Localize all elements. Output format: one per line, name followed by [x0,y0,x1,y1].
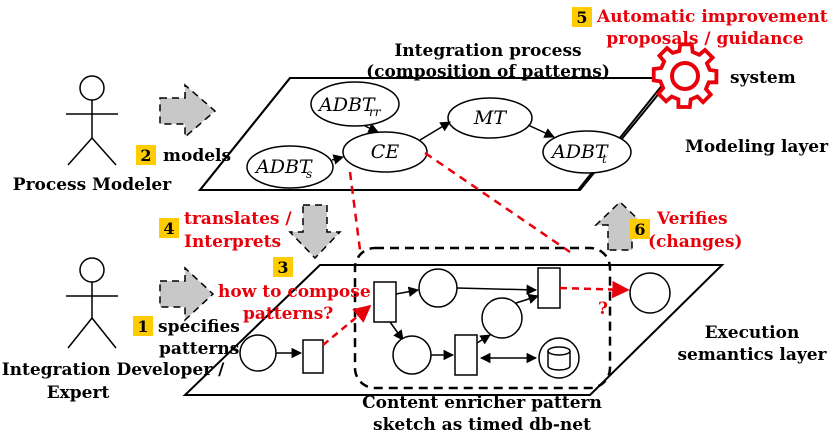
step-2-badge [136,145,156,165]
step-1-badge [133,316,153,336]
integration-developer-label-line1: Integration Developer / [2,360,225,380]
step-1-line2: patterns [159,339,239,359]
sketch-caption-line2: sketch as timed db-net [373,415,591,435]
svg-text:2: 2 [140,146,151,165]
red-dashed-t3-to-out [559,280,630,299]
specifies-arrow [159,266,215,322]
node-adbt-t: ADBT t [542,130,632,174]
svg-text:1: 1 [137,317,148,336]
models-arrow [159,83,217,139]
transition-t2 [373,281,397,323]
svg-text:t: t [602,152,607,166]
ce-to-sketch-left [348,171,362,251]
svg-text:MT: MT [473,107,507,129]
place-p3 [481,297,523,339]
system-improvement-line1: Automatic improvement [596,7,828,27]
place-p2 [392,335,432,375]
svg-text:6: 6 [634,220,645,239]
translates-arrow [288,204,342,260]
step-6-badge [630,219,650,239]
transition-t1 [302,339,324,374]
gear-icon [651,42,719,109]
process-modeler-figure [66,75,118,166]
place-output [629,272,671,314]
execution-layer-plane [182,264,725,396]
integration-developer-label-line2: Expert [47,383,110,403]
step-3-line2: patterns? [243,304,333,324]
svg-text:5: 5 [576,8,587,27]
database-icon [538,337,580,379]
step-6-line1: Verifies [656,209,728,229]
step-3-badge [273,257,293,277]
svg-text:ADBT: ADBT [254,156,313,178]
step-2-label: models [163,146,231,166]
system-improvement-line2: proposals / guidance [606,29,803,49]
step-4-line1: translates / [184,209,292,229]
svg-text:CE: CE [371,141,400,163]
svg-text:4: 4 [163,219,174,238]
ce-to-sketch-right [424,151,571,254]
process-title-line1: Integration process [394,41,581,61]
question-mark: ? [598,299,608,319]
sketch-caption-line1: Content enricher pattern [362,393,602,413]
process-title-line2: (composition of patterns) [366,62,610,82]
node-adbt-rr: ADBT rr [310,81,400,127]
edge-ce-to-mt [419,121,451,141]
step-4-line2: Interprets [184,232,281,252]
node-ce: CE [342,131,428,173]
system-label: system [730,68,796,88]
process-modeler-label: Process Modeler [13,175,172,195]
modeling-layer-label: Modeling layer [685,137,829,157]
integration-developer-figure [66,257,118,349]
edge-adbt-s-to-ce [331,154,345,165]
place-p1 [418,268,458,308]
edge-mt-to-adbt-t [527,124,555,138]
edge-adbt-rr-to-ce [364,123,379,133]
sketch-box [353,246,612,390]
place-start [239,334,277,372]
transition-t3 [537,267,561,309]
step-4-badge [159,218,179,238]
red-dashed-t1-to-t2 [322,304,372,346]
svg-text:rr: rr [369,105,382,119]
node-mt: MT [447,97,533,139]
execution-layer-label-line1: Execution [705,323,800,343]
svg-text:ADBT: ADBT [550,141,609,163]
svg-text:s: s [306,167,312,181]
execution-layer-label-line2: semantics layer [677,345,827,365]
transition-t4 [454,334,478,376]
step-6-line2: (changes) [648,232,742,252]
step-5-badge [572,7,592,27]
svg-text:3: 3 [277,258,288,277]
step-3-line1: how to compose [218,282,371,302]
step-1-line1: specifies [158,317,240,337]
svg-text:ADBT: ADBT [317,94,376,116]
node-adbt-s: ADBT s [246,145,334,189]
